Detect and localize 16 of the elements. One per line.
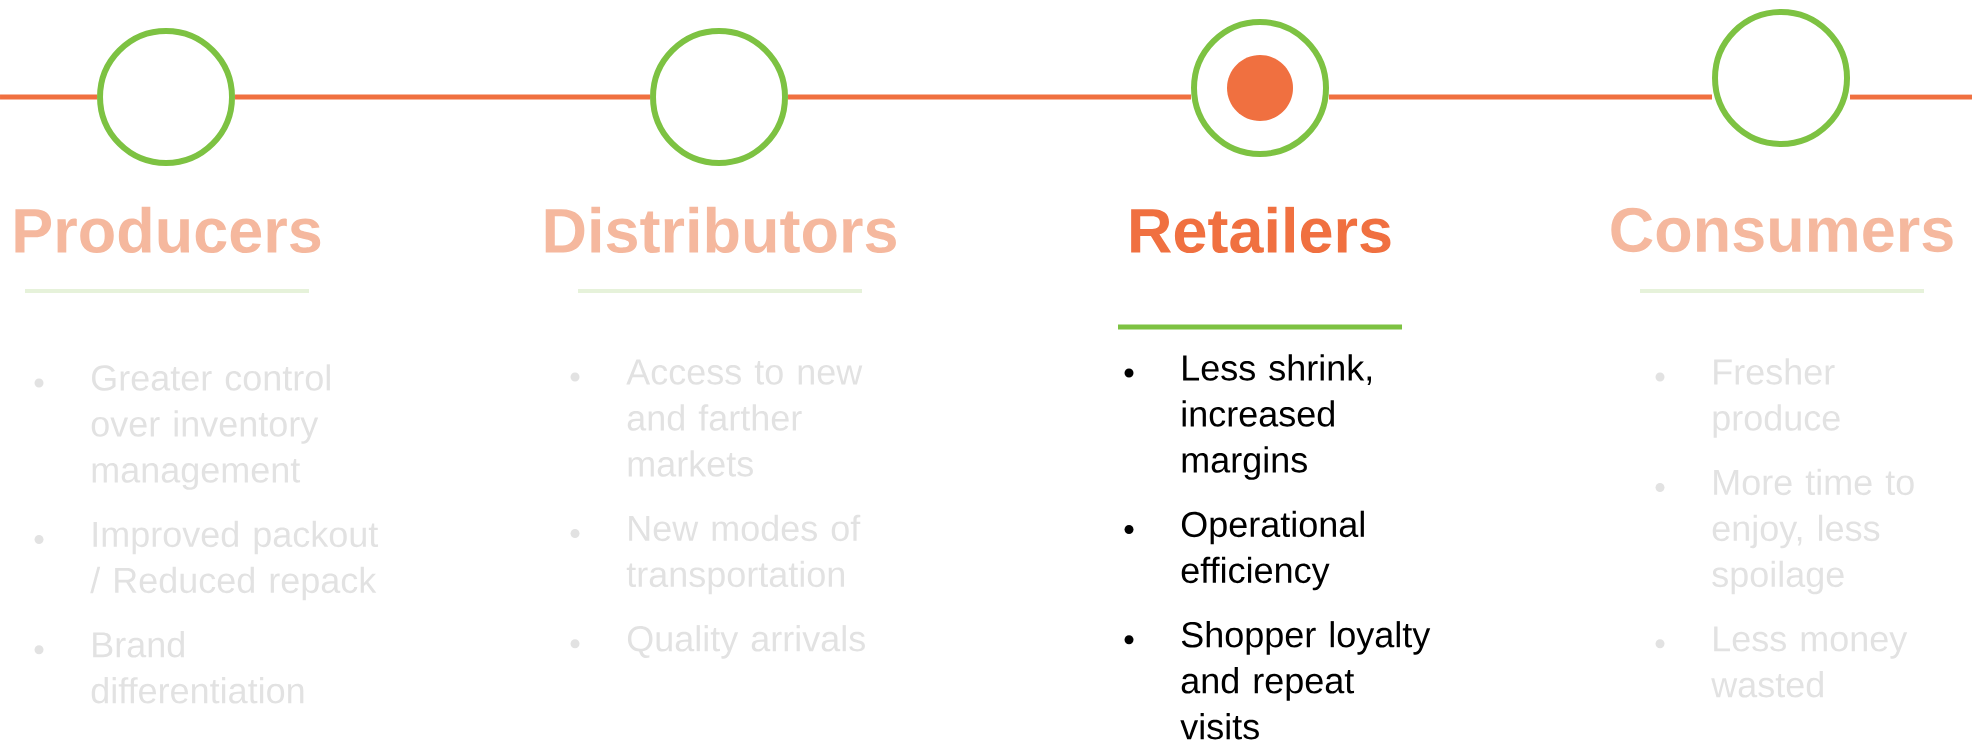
bullet-item: Shopper loyalty and repeat visits [1180,621,1431,740]
dot [1227,55,1293,121]
bullet-item: Operational efficiency [1181,510,1364,591]
connector-line [235,94,650,100]
stage-heading: Retailers [1131,206,1391,254]
connector-line [1329,94,1712,100]
stage-circle [1712,9,1850,147]
stage-circle [650,28,788,166]
connector-line [0,94,97,100]
stage-heading: Distributors [545,206,896,254]
stage-circle [97,28,235,166]
stage-heading: Consumers [1611,207,1953,253]
connector-line [1850,94,1972,100]
connector-line [788,94,1191,100]
stage-heading: Producers [15,206,321,254]
bullet-item: Less shrink, increased margins [1182,354,1371,480]
